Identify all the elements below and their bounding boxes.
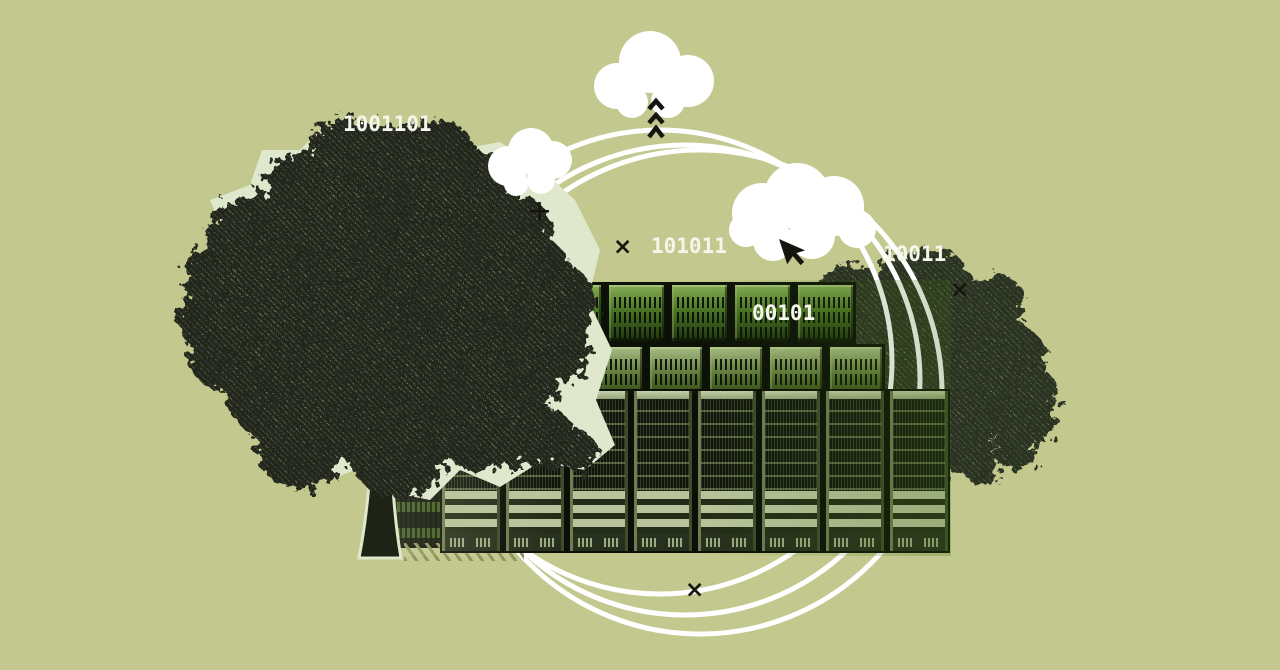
cursor-arrow-icon — [779, 239, 806, 266]
server-cabinet — [795, 282, 856, 344]
server-cabinet-tall — [760, 389, 822, 553]
cloud-right — [729, 163, 876, 261]
server-cabinet-tall — [568, 389, 630, 553]
server-rack-dark-block — [385, 408, 545, 548]
binary-label: 10011 — [883, 242, 947, 266]
x-icon: × — [685, 577, 705, 603]
server-rack-row-top — [543, 282, 856, 344]
server-rack-row-middle — [527, 344, 885, 406]
server-cabinet-tall — [440, 389, 502, 553]
server-cabinet — [647, 344, 705, 406]
binary-label: 101011 — [651, 234, 727, 258]
server-cabinet — [527, 344, 585, 406]
left-tree — [178, 118, 598, 498]
server-cabinet — [543, 282, 604, 344]
cloud-top — [594, 31, 714, 118]
binary-label: 1001101 — [343, 112, 432, 136]
binary-label: 00101 — [752, 301, 816, 325]
server-cabinet-tall — [504, 389, 566, 553]
server-cabinet — [767, 344, 825, 406]
green-tint-overlay — [385, 280, 951, 556]
server-cabinet — [606, 282, 667, 344]
server-cabinet — [827, 344, 885, 406]
server-cabinet-tall — [824, 389, 886, 553]
paper-cutout-backing — [195, 124, 615, 500]
server-cabinet — [587, 344, 645, 406]
plus-icon: + — [527, 194, 553, 229]
cloud-small — [488, 128, 572, 196]
ground-hatch — [404, 543, 524, 561]
server-cabinet — [707, 344, 765, 406]
server-rack-row-tall — [440, 389, 950, 553]
server-cabinet-tall — [696, 389, 758, 553]
up-chevrons-icon — [647, 97, 665, 139]
server-cabinet-tall — [632, 389, 694, 553]
orbit-rings — [425, 127, 945, 637]
server-cabinet — [669, 282, 730, 344]
server-cabinet — [732, 282, 793, 344]
x-icon: × — [613, 234, 633, 260]
right-tree — [805, 250, 1060, 490]
x-icon: × — [950, 277, 970, 303]
server-cabinet-tall — [888, 389, 950, 553]
tree-trunk — [357, 417, 459, 560]
